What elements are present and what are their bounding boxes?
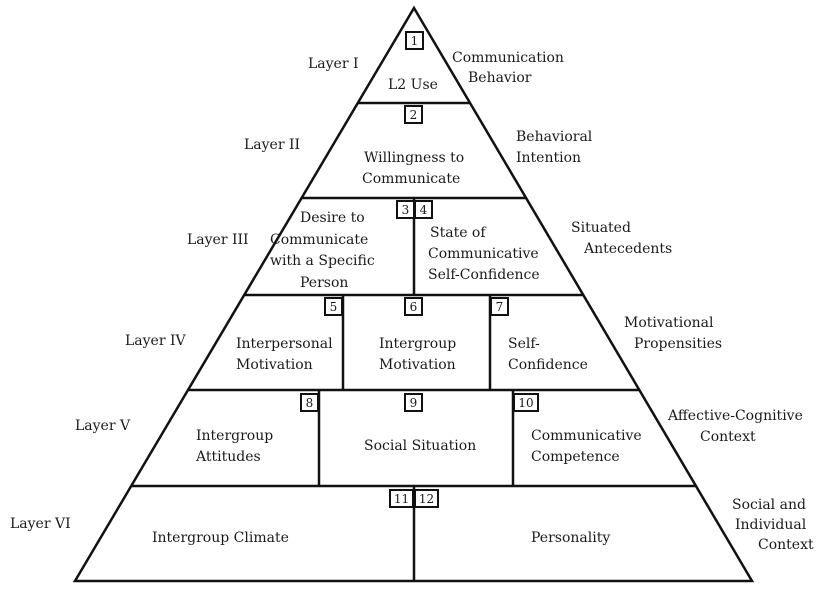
box-4-text: State of Communicative Self-Confidence: [428, 225, 543, 283]
box-6-text: Intergroup Motivation: [379, 336, 461, 373]
layer-label-5: Layer V: [75, 418, 131, 434]
badge-5: 5: [324, 297, 343, 316]
svg-text:2: 2: [410, 108, 418, 122]
box-8-text: Intergroup Attitudes: [195, 428, 278, 465]
box-9-text: Social Situation: [364, 438, 476, 454]
svg-text:6: 6: [410, 300, 418, 314]
box-contents: L2 Use Willingness to Communicate Desire…: [152, 77, 646, 546]
svg-text:9: 9: [410, 396, 418, 410]
box-3-text: Desire to Communicate with a Specific Pe…: [270, 210, 379, 291]
svg-text:4: 4: [420, 203, 428, 217]
svg-text:8: 8: [306, 396, 314, 410]
badge-1: 1: [405, 31, 424, 50]
box-7-text: Self- Confidence: [508, 336, 588, 373]
layer-label-2: Layer II: [244, 137, 300, 153]
svg-text:10: 10: [518, 396, 533, 410]
svg-text:1: 1: [411, 34, 419, 48]
badge-7: 7: [490, 297, 509, 316]
layer-label-3: Layer III: [187, 232, 249, 248]
box-1-text: L2 Use: [388, 77, 438, 93]
number-badges: 1 2 3 4 5 6 7 8: [300, 31, 539, 508]
layer-descriptions: Communication Behavior Behavioral Intent…: [452, 50, 814, 553]
box-12-text: Personality: [531, 530, 610, 546]
badge-6: 6: [404, 297, 423, 316]
box-10-text: Communicative Competence: [531, 428, 646, 465]
badge-9: 9: [404, 393, 423, 412]
layer-description-4: Motivational Propensities: [624, 315, 722, 352]
svg-text:3: 3: [402, 203, 410, 217]
badge-4: 4: [414, 200, 433, 219]
svg-text:12: 12: [419, 492, 434, 506]
box-5-text: Interpersonal Motivation: [236, 336, 337, 373]
layer-description-6: Social and Individual Context: [732, 497, 814, 553]
svg-text:7: 7: [496, 300, 504, 314]
svg-text:5: 5: [330, 300, 338, 314]
layer-description-2: Behavioral Intention: [516, 129, 597, 166]
layer-label-1: Layer I: [308, 56, 359, 72]
badge-11: 11: [389, 489, 414, 508]
svg-text:11: 11: [394, 492, 409, 506]
layer-label-6: Layer VI: [10, 516, 71, 532]
layer-description-5: Affective-Cognitive Context: [667, 408, 807, 445]
layer-description-3: Situated Antecedents: [571, 220, 672, 257]
box-2-text: Willingness to Communicate: [362, 150, 469, 187]
layer-description-1: Communication Behavior: [452, 50, 568, 86]
badge-8: 8: [300, 393, 319, 412]
badge-12: 12: [414, 489, 439, 508]
box-11-text: Intergroup Climate: [152, 530, 289, 546]
badge-3: 3: [396, 200, 415, 219]
badge-2: 2: [404, 105, 423, 124]
layer-label-4: Layer IV: [125, 333, 187, 349]
layer-labels: Layer I Layer II Layer III Layer IV Laye…: [10, 56, 359, 532]
badge-10: 10: [513, 393, 539, 412]
